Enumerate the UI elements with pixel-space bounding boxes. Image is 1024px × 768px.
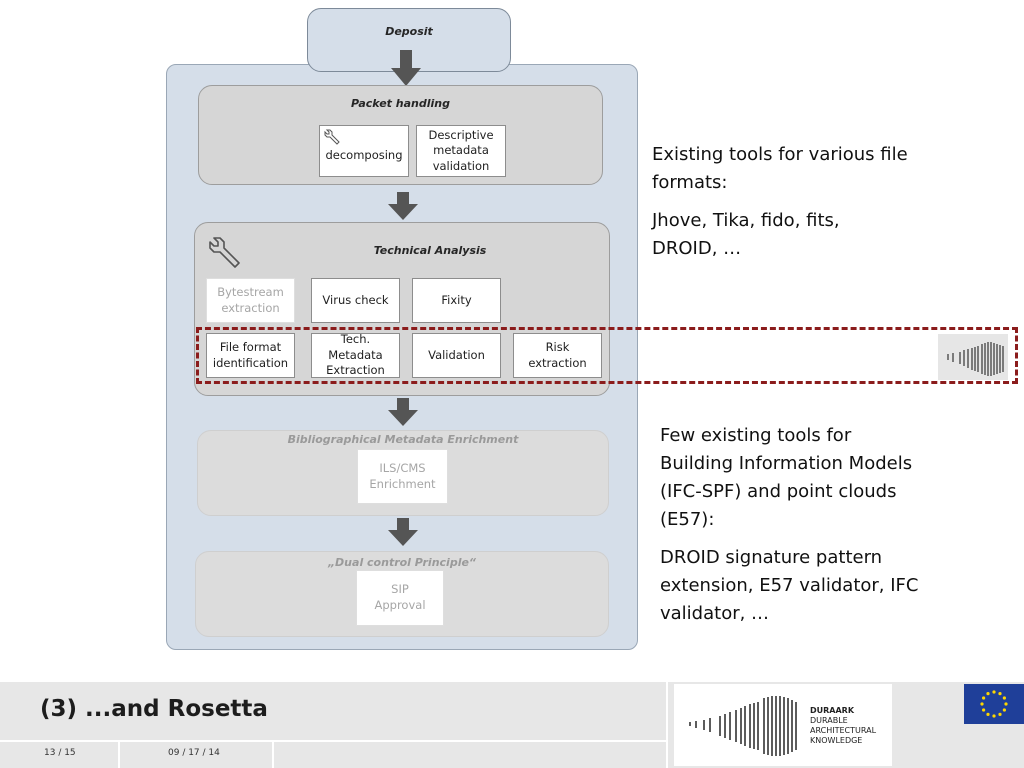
flow-arrow-1 — [391, 50, 421, 86]
highlight-frame — [196, 327, 1018, 384]
eu-star — [1002, 708, 1006, 712]
eu-star — [980, 702, 984, 706]
footer-sep-3 — [666, 682, 668, 768]
tech-meta-line-1: Tech. — [340, 332, 371, 347]
slide-date: 09 / 17 / 14 — [168, 748, 220, 758]
note-top-line-3: Jhove, Tika, fido, fits, — [652, 210, 840, 231]
note-existing-tools: Existing tools for various file formats:… — [652, 141, 992, 263]
validation-label: Validation — [428, 347, 485, 362]
bibliographical-title: Bibliographical Metadata Enrichment — [287, 433, 519, 446]
packet-handling-title: Packet handling — [351, 97, 450, 110]
bytestream-line-2: extraction — [221, 300, 280, 315]
tech-meta-line-3: Extraction — [326, 363, 385, 378]
descriptive-line-1: Descriptive — [428, 127, 494, 142]
descriptive-line-3: validation — [432, 158, 490, 173]
note-bottom-line-1: Few existing tools for — [660, 425, 852, 446]
note-top-line-1: Existing tools for various file — [652, 144, 908, 165]
footer-divider — [0, 740, 668, 742]
flow-arrow-3 — [388, 398, 418, 426]
ils-line-1: ILS/CMS — [379, 460, 426, 475]
eu-star — [1002, 696, 1006, 700]
decomposing-label: decomposing — [325, 148, 403, 163]
footer-sep-1 — [118, 742, 120, 768]
eu-star — [992, 714, 996, 718]
tech-meta-line-2: Metadata — [328, 347, 383, 362]
eu-star — [998, 692, 1002, 696]
eu-flag-icon — [964, 684, 1024, 724]
note-few-tools: Few existing tools for Building Informat… — [660, 422, 1000, 628]
eu-star — [982, 696, 986, 700]
ils-line-2: Enrichment — [369, 476, 436, 491]
eu-star — [1004, 702, 1008, 706]
note-bottom-line-6: extension, E57 validator, IFC — [660, 575, 919, 596]
descriptive-line-2: metadata — [433, 143, 489, 158]
note-bottom-line-2: Building Information Models — [660, 453, 913, 474]
note-bottom-line-4: (E57): — [660, 509, 715, 530]
deposit-title: Deposit — [385, 25, 433, 38]
note-top-line-2: formats: — [652, 172, 728, 193]
sip-line-1: SIP — [391, 582, 409, 597]
dual-control-title: „Dual control Principle“ — [327, 556, 477, 569]
fixity-box: Fixity — [412, 278, 501, 323]
duraark-logo-text: DURAARK DURABLE ARCHITECTURAL KNOWLEDGE — [810, 706, 876, 746]
file-format-line-1: File format — [219, 339, 282, 354]
note-top-line-4: DROID, … — [652, 238, 742, 259]
virus-check-box: Virus check — [311, 278, 400, 323]
note-bottom-line-5: DROID signature pattern — [660, 547, 883, 568]
footer-sep-2 — [272, 742, 274, 768]
eu-star — [986, 692, 990, 696]
slide-title: (3) ...and Rosetta — [40, 696, 268, 722]
duraark-logo-icon — [689, 696, 797, 756]
page-number: 13 / 15 — [44, 748, 76, 758]
note-bottom-line-3: (IFC-SPF) and point clouds — [660, 481, 897, 502]
note-bottom-line-7: validator, … — [660, 603, 770, 624]
flow-arrow-4 — [388, 518, 418, 546]
fixity-label: Fixity — [441, 292, 472, 307]
flow-arrow-2 — [388, 192, 418, 220]
decomposing-box: decomposing — [319, 125, 409, 177]
technical-analysis-title: Technical Analysis — [373, 244, 487, 257]
logo-line-4: KNOWLEDGE — [810, 736, 863, 745]
virus-check-label: Virus check — [322, 292, 389, 307]
risk-line-1: Risk — [545, 339, 570, 354]
logo-line-2: DURABLE — [810, 716, 848, 725]
bytestream-line-1: Bytestream — [217, 284, 284, 299]
logo-line-3: ARCHITECTURAL — [810, 726, 877, 735]
eu-star — [998, 712, 1002, 716]
sip-line-2: Approval — [374, 598, 426, 612]
eu-star — [982, 708, 986, 712]
risk-line-2: extraction — [528, 355, 587, 370]
duraark-building-icon — [938, 334, 1008, 380]
descriptive-metadata-box: Descriptive metadata validation — [416, 125, 506, 177]
wrench-icon — [324, 129, 340, 145]
logo-line-1: DURAARK — [810, 706, 855, 715]
file-format-line-2: identification — [212, 355, 289, 370]
eu-star — [992, 690, 996, 694]
wrench-icon — [209, 237, 240, 268]
duraark-logo: DURAARK DURABLE ARCHITECTURAL KNOWLEDGE — [674, 684, 892, 766]
validation-box: Validation — [412, 333, 501, 378]
eu-star — [986, 712, 990, 716]
